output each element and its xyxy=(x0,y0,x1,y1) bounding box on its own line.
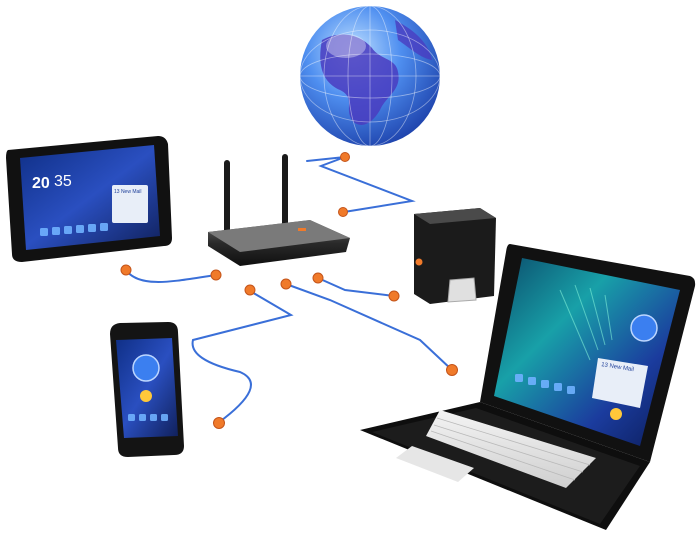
network-cables xyxy=(125,156,453,424)
phone-weather-icon xyxy=(140,390,152,402)
laptop-touchpad xyxy=(396,446,474,482)
cable-tablet xyxy=(125,269,217,283)
globe-icon xyxy=(299,5,441,147)
tablet-app-dock xyxy=(40,223,108,236)
cable-storage xyxy=(317,277,395,297)
cable-laptop xyxy=(285,283,453,371)
laptop-weather-icon xyxy=(610,408,622,420)
phone-screen xyxy=(116,338,178,438)
cable-globe xyxy=(306,156,416,213)
router-icon xyxy=(208,154,350,266)
laptop-app-dock xyxy=(515,374,575,394)
laptop-widget-title: 13 New Mail xyxy=(601,362,635,373)
tablet-clock-hour: 20 xyxy=(32,175,50,192)
tablet-mail-widget xyxy=(112,185,148,223)
cable-phone xyxy=(191,290,294,424)
laptop-clock-widget xyxy=(630,314,658,342)
phone-clock-widget xyxy=(132,354,160,382)
tablet-widget-title: 13 New Mail xyxy=(114,189,142,195)
laptop-mail-widget xyxy=(592,358,648,408)
smartphone-icon xyxy=(110,322,184,457)
tablet-screen xyxy=(20,145,160,250)
tablet-clock-minute: 35 xyxy=(54,173,72,190)
cable-connectors xyxy=(120,152,458,429)
tablet-icon: 20 35 13 New Mail xyxy=(6,136,172,262)
laptop-icon: 13 New Mail xyxy=(360,244,696,530)
storage-drive-icon xyxy=(414,208,496,304)
